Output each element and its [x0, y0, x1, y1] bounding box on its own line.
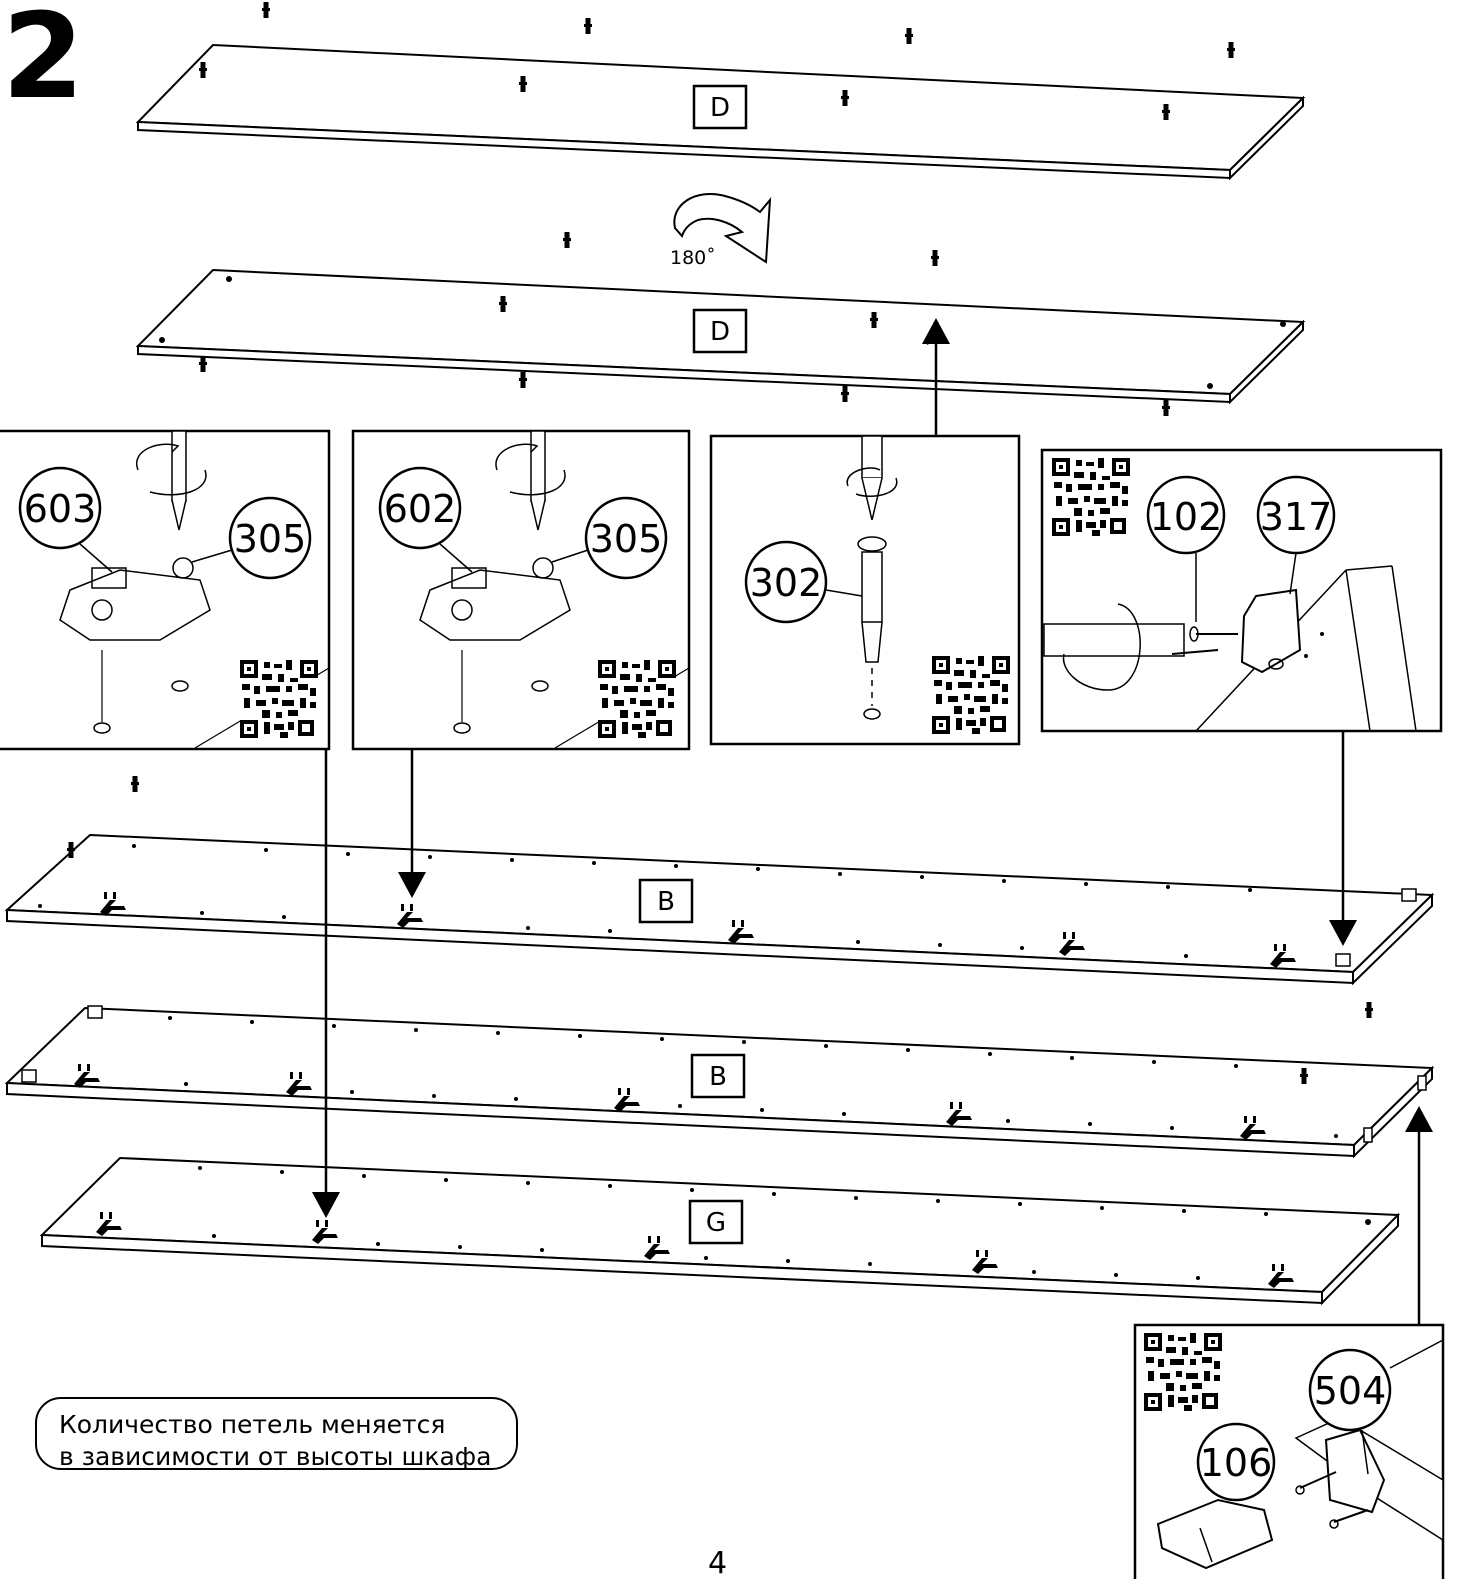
- shelf-support-inset: [1133, 1323, 1445, 1579]
- step-number: 2: [2, 0, 85, 125]
- label-panel-d-top: D: [710, 93, 730, 123]
- page-number: 4: [708, 1546, 728, 1581]
- qr-code-icon: [240, 660, 318, 738]
- hinge-inset-mid: [351, 429, 691, 751]
- hinge-count-note: Количество петель меняется в зависимости…: [35, 1397, 518, 1471]
- rotate-arrow-icon: [673, 193, 772, 264]
- note-line-1: Количество петель меняется: [59, 1410, 446, 1439]
- dowel-icon: [857, 536, 887, 663]
- callout-602: 602: [384, 487, 457, 531]
- corner-bracket-inset: [1040, 448, 1443, 733]
- callout-317: 317: [1260, 495, 1333, 539]
- hinge-inset-left: [0, 429, 331, 751]
- callout-603: 603: [24, 487, 97, 531]
- callout-504: 504: [1314, 1369, 1387, 1413]
- panel-g: [39, 1156, 1401, 1306]
- hinge-icon: [59, 569, 211, 641]
- panel-d-bottom: [135, 232, 1306, 416]
- note-line-2: в зависимости от высоты шкафа: [59, 1442, 492, 1471]
- callout-305-left: 305: [234, 517, 307, 561]
- callout-106: 106: [1200, 1441, 1273, 1485]
- panel-b-lower: [4, 1002, 1435, 1159]
- callout-305-mid: 305: [590, 517, 663, 561]
- confirmat-inset: [709, 434, 1021, 746]
- label-panel-g: G: [706, 1208, 726, 1238]
- screwdriver-icon: [861, 435, 883, 479]
- label-panel-d-bottom: D: [710, 317, 730, 347]
- callout-302: 302: [750, 561, 823, 605]
- label-panel-b-lower: B: [709, 1062, 727, 1092]
- label-panel-b-upper: B: [657, 887, 675, 917]
- callout-102: 102: [1150, 495, 1223, 539]
- panel-d-top: [135, 2, 1306, 181]
- panel-b-upper: [4, 776, 1435, 986]
- rotation-label: 180˚: [670, 247, 716, 269]
